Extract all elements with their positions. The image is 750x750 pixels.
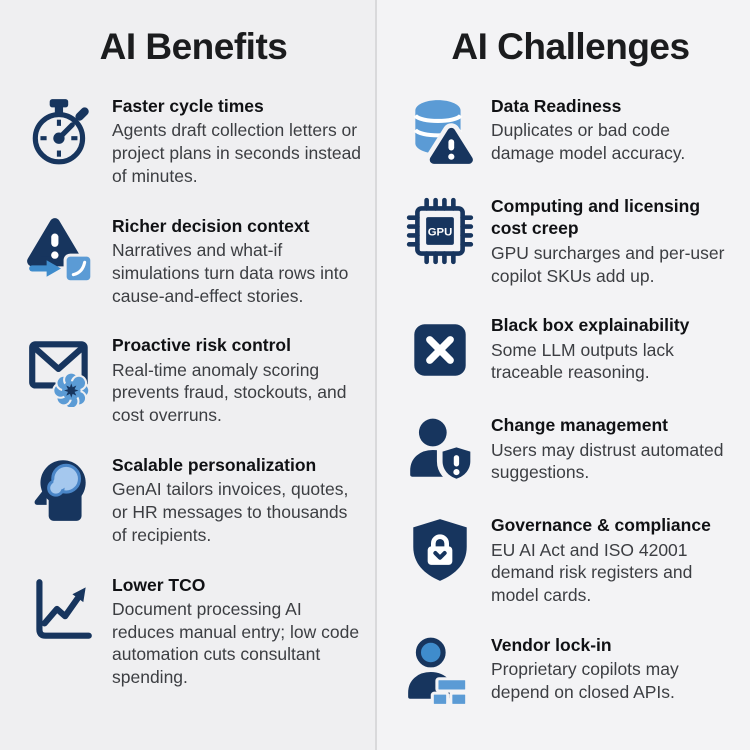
list-item: Data Readiness Duplicates or bad code da… [403,94,738,168]
challenges-title: AI Challenges [451,26,690,67]
benefits-column: AI Benefits Faster cycle times Agents dr… [0,0,375,750]
item-heading: Vendor lock-in [491,634,612,655]
alert-simulation-icon [24,214,98,288]
benefits-title: AI Benefits [99,26,288,67]
item-heading: Richer decision context [112,215,310,236]
benefits-list: Faster cycle times Agents draft collecti… [24,94,363,689]
gpu-chip-icon: GPU [403,194,477,268]
head-brain-icon [24,453,98,527]
list-item: Scalable personalization GenAI tailors i… [24,453,363,547]
svg-text:GPU: GPU [428,227,452,239]
item-body: EU AI Act and ISO 42001 demand risk regi… [491,539,693,606]
item-heading: Lower TCO [112,574,206,595]
growth-chart-icon [24,573,98,647]
item-body: Agents draft collection letters or proje… [112,120,362,186]
list-item: Vendor lock-in Proprietary copilots may … [403,633,738,707]
item-heading: Scalable personalization [112,454,317,475]
item-heading: Change management [491,415,668,436]
challenges-column: AI Challenges Data Readiness Duplicates … [375,0,750,750]
list-item: Governance & compliance EU AI Act and IS… [403,513,738,607]
user-alert-icon [403,413,477,487]
list-item: Black box explainability Some LLM output… [403,313,738,387]
x-box-icon [403,313,477,387]
list-item: Proactive risk control Real-time anomaly… [24,333,363,427]
item-body: Proprietary copilots may depend on close… [491,659,679,703]
item-heading: Faster cycle times [112,96,264,116]
item-body: Narratives and what-if simulations turn … [112,240,349,306]
shield-lock-icon [403,513,477,587]
item-body: GenAI tailors invoices, quotes, or HR me… [112,479,349,545]
item-heading: Computing and licensing cost creep [491,196,701,239]
list-item: Richer decision context Narratives and w… [24,214,363,308]
item-body: GPU surcharges and per-user copilot SKUs… [491,242,725,286]
list-item: Faster cycle times Agents draft collecti… [24,94,363,188]
item-body: Users may distrust automated suggestions… [491,439,724,483]
item-body: Real-time anomaly scoring prevents fraud… [112,359,347,426]
list-item: Change management Users may distrust aut… [403,413,738,487]
item-heading: Black box explainability [491,315,690,336]
item-body: Some LLM outputs lack traceable reasonin… [491,339,674,383]
stopwatch-icon [24,94,98,168]
vendor-lockin-icon [403,633,477,707]
item-heading: Proactive risk control [112,335,291,356]
database-alert-icon [403,94,477,168]
item-heading: Data Readiness [491,96,622,116]
challenges-list: Data Readiness Duplicates or bad code da… [403,94,738,707]
item-body: Duplicates or bad code damage model accu… [491,120,686,164]
list-item: Lower TCO Document processing AI reduces… [24,573,363,689]
item-heading: Governance & compliance [491,515,711,536]
mail-anomaly-icon [24,333,98,408]
item-body: Document processing AI reduces manual en… [112,598,360,688]
list-item: GPU Computing and licensing cost creep G… [403,194,738,287]
